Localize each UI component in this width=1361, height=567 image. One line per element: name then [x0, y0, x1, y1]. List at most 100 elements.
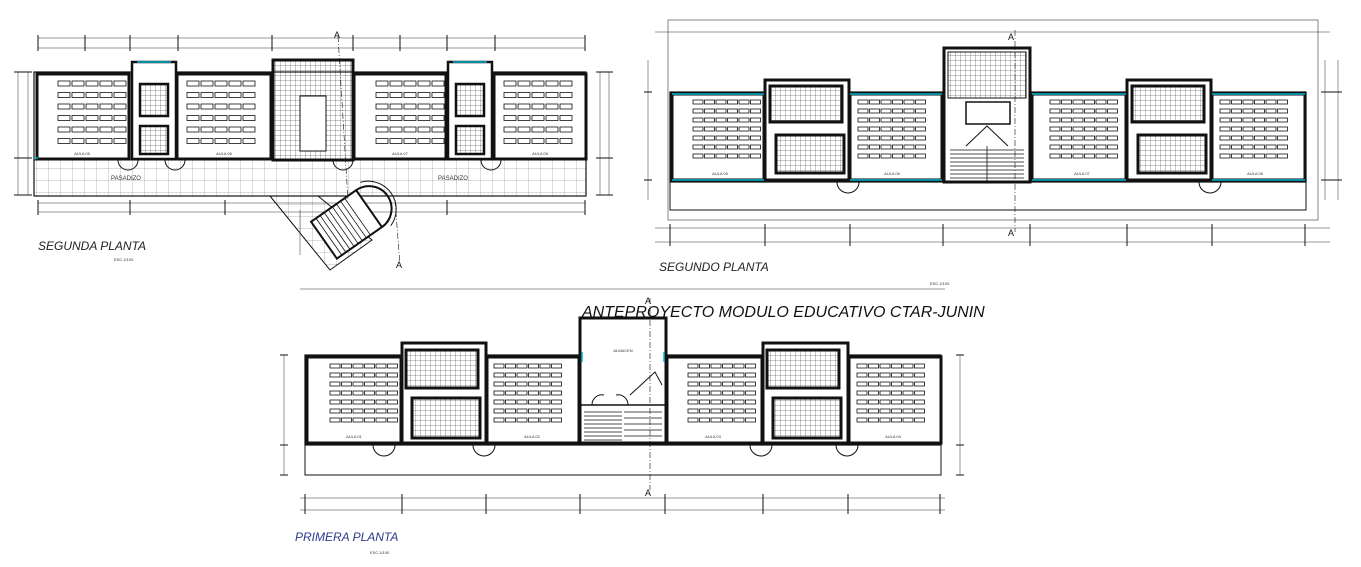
desk [879, 399, 891, 405]
desk [341, 399, 352, 405]
window-strips [672, 93, 1305, 181]
desk [1095, 144, 1107, 150]
desk [387, 417, 398, 423]
desk [738, 99, 750, 105]
desk [503, 138, 517, 144]
desk [431, 115, 445, 121]
desk [903, 117, 915, 123]
desk [493, 363, 505, 369]
desk [722, 417, 733, 423]
desk [403, 103, 417, 110]
room-label: AULA 04 [885, 434, 902, 439]
desk [1277, 126, 1288, 132]
desk-array [329, 363, 925, 423]
desk [1084, 153, 1095, 159]
desk [1231, 153, 1242, 159]
desk-array [57, 80, 573, 144]
desk [505, 417, 516, 423]
desk [727, 99, 738, 105]
desk [1254, 135, 1265, 141]
desk [200, 103, 214, 110]
desk [1072, 153, 1084, 159]
desk [431, 103, 445, 110]
desk [403, 115, 417, 121]
desk [113, 126, 127, 133]
desk [99, 138, 113, 144]
desk [505, 372, 516, 378]
desk [545, 103, 559, 110]
desk [516, 363, 528, 369]
desk [868, 372, 879, 378]
desk [869, 135, 880, 141]
desk [531, 126, 545, 133]
desk [914, 390, 925, 396]
desk [892, 99, 903, 105]
room-label: AULA 02 [524, 434, 541, 439]
desk [915, 99, 926, 105]
desk [1061, 144, 1072, 150]
desk [914, 399, 925, 405]
desk [715, 108, 727, 114]
room-label: AULA 01 [346, 434, 363, 439]
desk [880, 135, 892, 141]
desk [375, 372, 387, 378]
section-mark: A [1008, 228, 1014, 238]
desk [1061, 153, 1072, 159]
desk [528, 390, 539, 396]
desk [1219, 135, 1231, 141]
desk [186, 126, 200, 133]
desk [687, 390, 699, 396]
desk [868, 399, 879, 405]
desk [710, 399, 722, 405]
desk [200, 92, 214, 98]
desk [715, 135, 727, 141]
desk [545, 80, 559, 87]
desk [551, 381, 562, 387]
desk [1107, 144, 1118, 150]
desk [1231, 99, 1242, 105]
desk [914, 381, 925, 387]
desk [738, 126, 750, 132]
desk [722, 408, 733, 414]
desk [879, 408, 891, 414]
room-label: AULA 08 [1247, 171, 1264, 176]
desk [1084, 99, 1095, 105]
desk [902, 372, 914, 378]
desk [517, 92, 531, 98]
desk [228, 92, 242, 98]
desk [902, 417, 914, 423]
desk [242, 92, 256, 98]
plan-scale: ESC.1/100 [114, 257, 134, 262]
desk [891, 363, 902, 369]
room-label: AULA 05 [74, 151, 91, 156]
desk [551, 399, 562, 405]
desk [750, 108, 761, 114]
desk [1061, 135, 1072, 141]
desk [1072, 144, 1084, 150]
desk [539, 381, 551, 387]
desk [214, 138, 228, 144]
desk [857, 108, 869, 114]
desk [531, 80, 545, 87]
desk [891, 390, 902, 396]
desk [505, 399, 516, 405]
desk [891, 372, 902, 378]
desk [692, 117, 704, 123]
door-swings [372, 444, 859, 457]
desk [99, 103, 113, 110]
desk [692, 135, 704, 141]
room-label: AULA 06 [216, 151, 233, 156]
desk [242, 138, 256, 144]
desk [750, 135, 761, 141]
desk [1095, 99, 1107, 105]
desk [417, 80, 431, 87]
desk [403, 80, 417, 87]
desk [214, 103, 228, 110]
desk [364, 399, 375, 405]
sheet-frame [667, 19, 1319, 221]
desk [431, 80, 445, 87]
desk [692, 126, 704, 132]
desk [375, 138, 389, 144]
desk [745, 408, 756, 414]
desk [699, 381, 710, 387]
